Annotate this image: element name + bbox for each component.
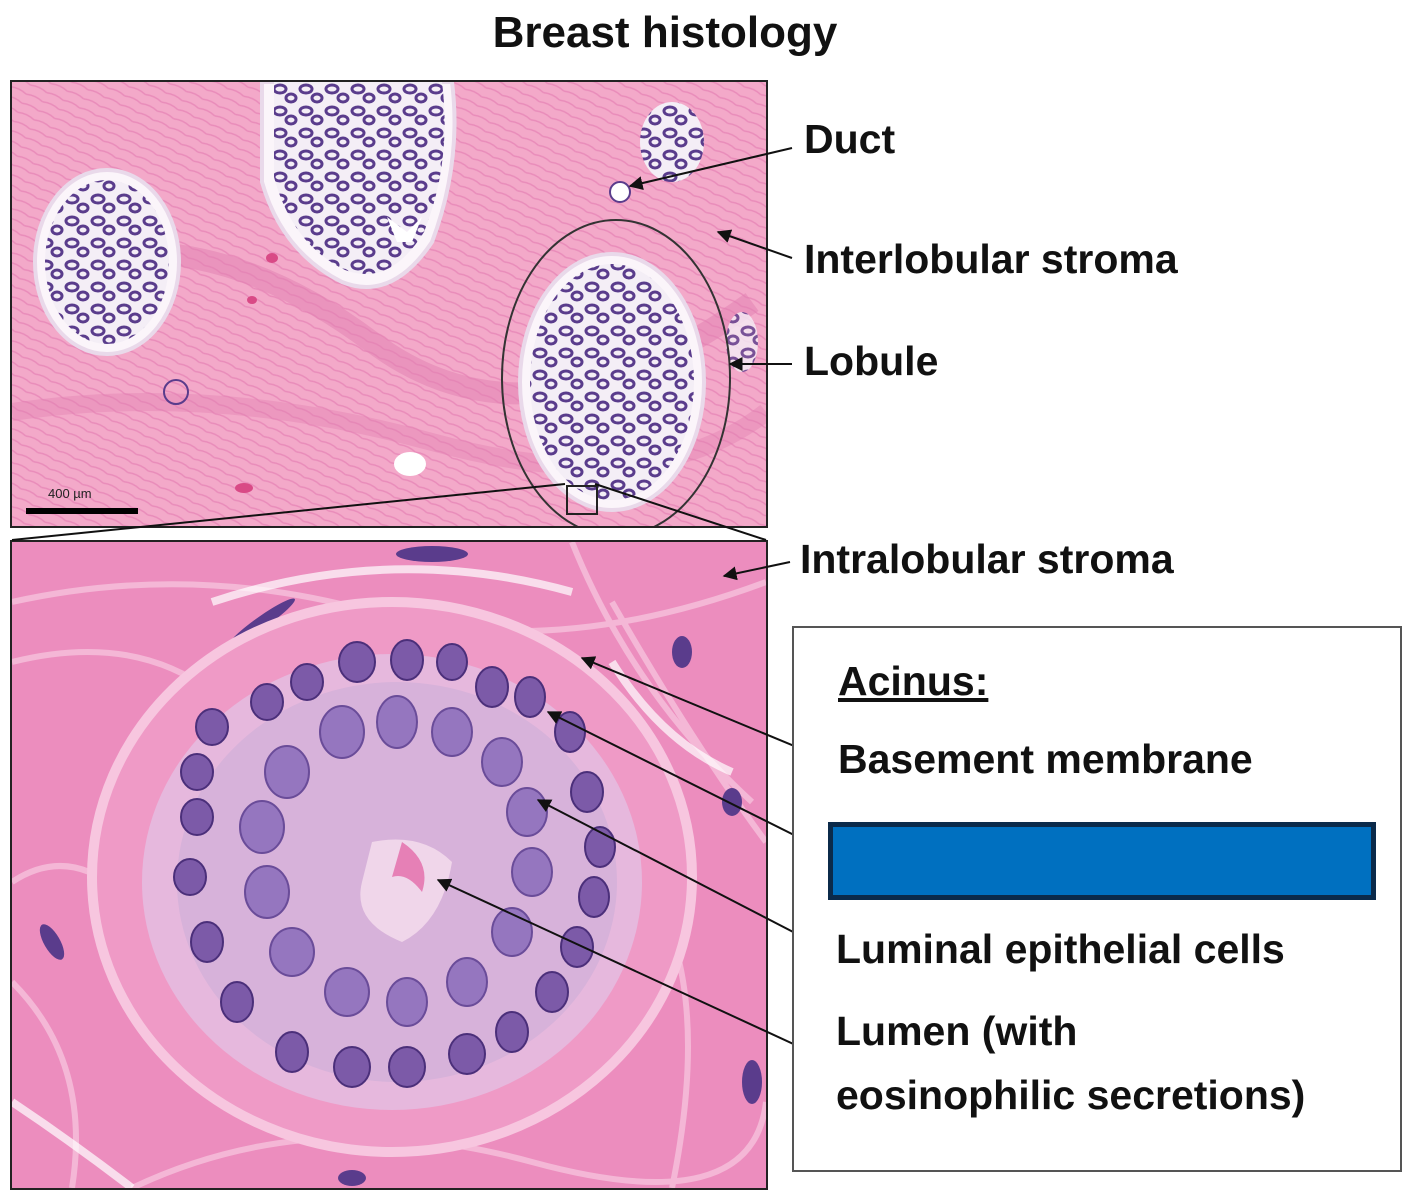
label-luminal-epithelial-cells: Luminal epithelial cells xyxy=(836,926,1285,972)
lobule-outline-circle xyxy=(501,219,731,526)
scale-bar-label: 400 µm xyxy=(48,486,92,501)
label-interlobular-stroma: Interlobular stroma xyxy=(804,236,1178,282)
high-magnification-micrograph xyxy=(10,540,768,1190)
lumen xyxy=(360,839,452,942)
scale-bar xyxy=(26,508,138,514)
low-mag-tissue-illustration xyxy=(12,82,766,526)
duct-small xyxy=(640,102,704,182)
label-basement-membrane: Basement membrane xyxy=(838,736,1253,782)
answer-box[interactable] xyxy=(828,822,1376,900)
legend-title: Acinus: xyxy=(838,658,989,704)
label-lumen-line1: Lumen (with xyxy=(836,1008,1078,1054)
duct-lumen xyxy=(609,181,631,203)
low-magnification-micrograph xyxy=(10,80,768,528)
label-intralobular-stroma: Intralobular stroma xyxy=(800,536,1174,582)
label-lobule: Lobule xyxy=(804,338,939,384)
label-duct: Duct xyxy=(804,116,896,162)
label-lumen-line2: eosinophilic secretions) xyxy=(836,1072,1306,1118)
acinus-illustration xyxy=(12,542,766,1188)
figure-title: Breast histology xyxy=(492,8,838,57)
